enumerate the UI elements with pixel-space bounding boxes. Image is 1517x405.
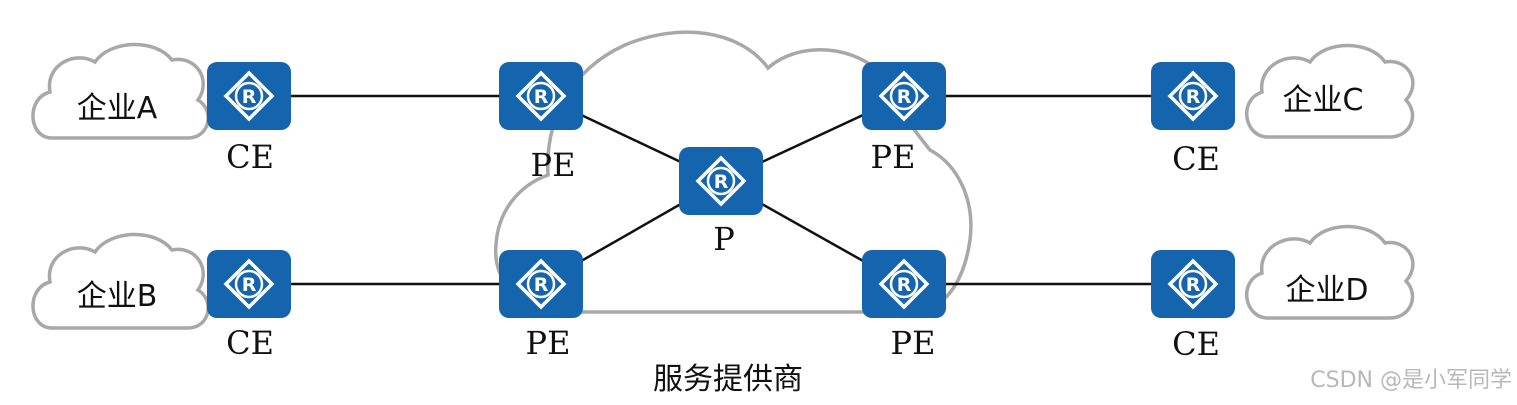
- router-icon: [205, 248, 293, 320]
- router-icon: [497, 248, 585, 320]
- enterprise-cloud-d: 企业D: [1245, 224, 1415, 320]
- router-label-pe-2: PE: [526, 324, 571, 362]
- enterprise-cloud-c: 企业C: [1245, 43, 1415, 139]
- enterprise-d-label: 企业D: [1285, 273, 1368, 308]
- enterprise-cloud-b: 企业B: [31, 232, 210, 330]
- enterprise-a-label: 企业A: [77, 91, 158, 126]
- router-label-ce-c: CE: [1172, 140, 1220, 178]
- router-label-pe-3: PE: [871, 138, 916, 176]
- router-icon: [497, 60, 585, 132]
- watermark: CSDN @是小军同学: [1310, 368, 1512, 393]
- router-label-pe-4: PE: [891, 324, 936, 362]
- router-icon: [1149, 60, 1237, 132]
- enterprise-c-label: 企业C: [1283, 83, 1364, 118]
- enterprise-b-label: 企业B: [77, 279, 158, 314]
- router-label-ce-d: CE: [1172, 325, 1220, 363]
- router-label-ce-a: CE: [226, 138, 274, 176]
- router-label-pe-1: PE: [531, 146, 576, 184]
- router-icon: [205, 60, 293, 132]
- enterprise-cloud-a: 企业A: [31, 42, 210, 140]
- router-icon: [1149, 248, 1237, 320]
- router-label-p: P: [713, 220, 735, 258]
- provider-label: 服务提供商: [653, 362, 803, 397]
- router-icon: [860, 248, 948, 320]
- router-icon: [860, 60, 948, 132]
- router-label-ce-b: CE: [226, 324, 274, 362]
- router-icon: [677, 145, 765, 217]
